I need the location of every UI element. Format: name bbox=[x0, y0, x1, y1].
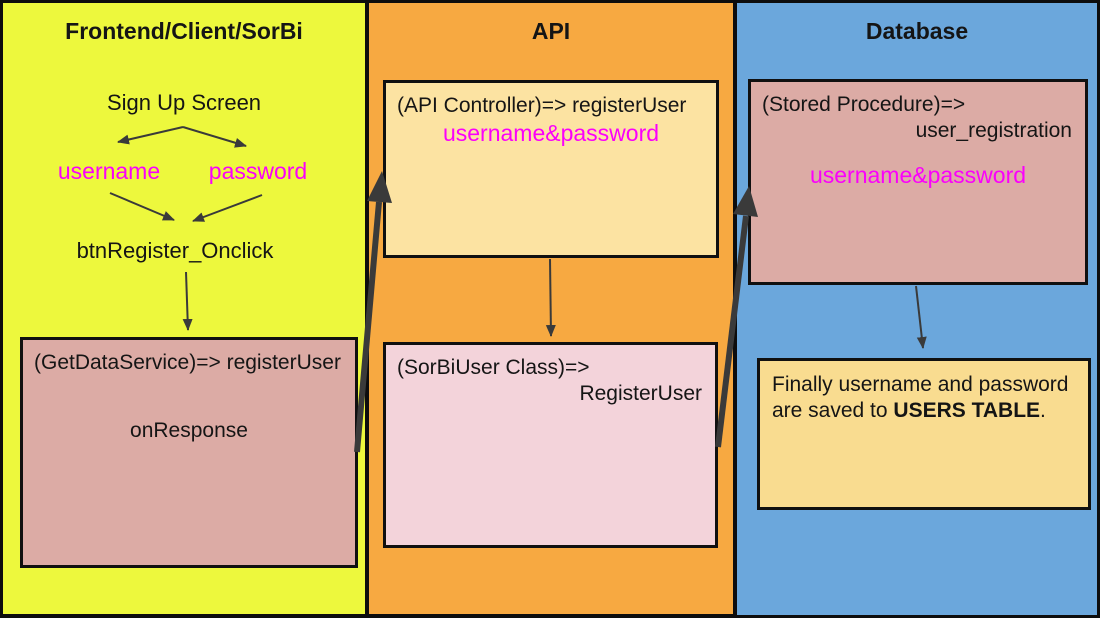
get-data-service-header: (GetDataService)=> registerUser bbox=[34, 351, 341, 374]
on-response-label: onResponse bbox=[130, 419, 248, 442]
column-database-title: Database bbox=[865, 18, 969, 44]
api-controller-box: (API Controller)=> registerUser username… bbox=[383, 80, 719, 258]
stored-procedure-header: (Stored Procedure)=> bbox=[762, 93, 966, 116]
result-text: Finally username and password are saved … bbox=[760, 361, 1088, 436]
username-label: username bbox=[57, 158, 161, 184]
column-api-title: API bbox=[531, 18, 571, 44]
db-params-label: username&password bbox=[809, 161, 1027, 188]
get-data-service-box: (GetDataService)=> registerUser onRespon… bbox=[20, 337, 358, 568]
result-line2-prefix: are saved to bbox=[772, 399, 894, 423]
sorbiuser-class-header: (SorBiUser Class)=> bbox=[397, 356, 590, 379]
register-user-method-label: RegisterUser bbox=[579, 382, 702, 406]
result-line1: Finally username and password bbox=[772, 373, 1069, 396]
user-registration-label: user_registration bbox=[915, 119, 1072, 143]
password-label: password bbox=[208, 158, 308, 184]
api-params-label: username&password bbox=[442, 120, 660, 147]
btn-register-onclick-label: btnRegister_Onclick bbox=[76, 238, 274, 263]
column-frontend-title: Frontend/Client/SorBi bbox=[65, 18, 303, 44]
users-table-emphasis: USERS TABLE bbox=[893, 399, 1041, 423]
signup-screen-label: Sign Up Screen bbox=[106, 90, 262, 115]
result-line2-suffix: . bbox=[1040, 399, 1046, 423]
api-controller-header: (API Controller)=> registerUser bbox=[397, 94, 687, 117]
stored-procedure-box: (Stored Procedure)=> user_registration u… bbox=[748, 79, 1088, 285]
sorbiuser-class-box: (SorBiUser Class)=> RegisterUser bbox=[383, 342, 718, 548]
users-table-result-box: Finally username and password are saved … bbox=[757, 358, 1091, 510]
